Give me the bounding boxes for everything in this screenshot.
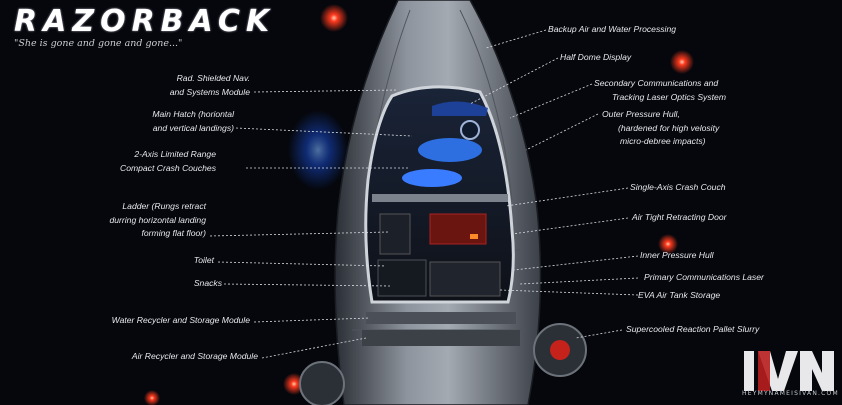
label-water-recycler: Water Recycler and Storage Module [111,315,250,325]
background-red-light [670,50,694,74]
page-subtitle: "She is gone and gone and gone..." [14,38,183,49]
half-dome-display [432,101,488,116]
reaction-pod [299,361,345,405]
label-line: Ladder (Rungs retract [122,201,206,211]
page-title: RAZORBACK [14,4,276,39]
leader-lines [209,29,639,359]
background-red-light [320,4,348,32]
label-line: and vertical landings) [152,122,234,133]
label-line: Rad. Shielded Nav. [176,73,250,83]
site-url: HEYMYNAMEISIVAN.COM [742,390,839,397]
label-ladder: Ladder (Rungs retract durring horizontal… [109,200,206,241]
recycler-module [362,330,520,346]
label-half-dome: Half Dome Display [560,52,632,62]
label-line: 2-Axis Limited Range [134,149,216,159]
label-line: micro-debree impacts) [620,136,706,146]
label-line: forming flat floor) [141,228,206,238]
label-toilet: Toilet [193,255,214,265]
label-outer-hull: Outer Pressure Hull, (hardened for high … [602,108,719,149]
label-air-recycler: Air Recycler and Storage Module [131,351,258,361]
background-blue-light [288,110,348,190]
label-line: and Systems Module [169,86,250,97]
label-line: Tracking Laser Optics System [612,91,726,102]
label-line: Secondary Communications and [594,78,719,88]
label-single-axis: Single-Axis Crash Couch [630,182,726,192]
lower-deck-panel [379,213,411,255]
background-red-light [283,373,305,395]
recycler-module [366,312,516,324]
background-red-light [658,234,678,254]
label-primary-laser: Primary Communications Laser [644,272,764,282]
label-air-tight-door: Air Tight Retracting Door [632,212,727,222]
orange-indicator [470,234,478,239]
crew-helmet [460,120,480,140]
label-crash-couches: 2-Axis Limited Range Compact Crash Couch… [120,148,216,175]
label-line: (hardened for high velosity [618,122,720,133]
label-inner-hull: Inner Pressure Hull [640,250,714,260]
label-rad-shielded: Rad. Shielded Nav. and Systems Module [170,72,250,99]
background-red-light [144,390,160,405]
reaction-pod-light [550,340,570,360]
eva-tank-storage [429,261,501,297]
red-panel [429,213,487,245]
crew-suit [402,169,462,187]
label-line: Compact Crash Couches [119,162,216,173]
crew-suit [418,138,482,162]
label-backup-air: Backup Air and Water Processing [548,24,677,34]
label-secondary-comms: Secondary Communications and Tracking La… [594,77,726,104]
hull-panel-lines [352,9,526,331]
label-line: Main Hatch (horiontal [152,109,234,119]
label-eva-tank: EVA Air Tank Storage [638,290,721,300]
label-main-hatch: Main Hatch (horiontal and vertical landi… [152,108,234,135]
label-line: Outer Pressure Hull, [602,109,680,119]
upper-deck-floor [372,194,508,202]
label-snacks: Snacks [193,278,222,288]
ivan-logo-icon [744,351,834,391]
label-line: durring horizontal landing [109,214,206,225]
snack-storage [377,259,427,297]
label-supercooled: Supercooled Reaction Pallet Slurry [626,324,760,334]
